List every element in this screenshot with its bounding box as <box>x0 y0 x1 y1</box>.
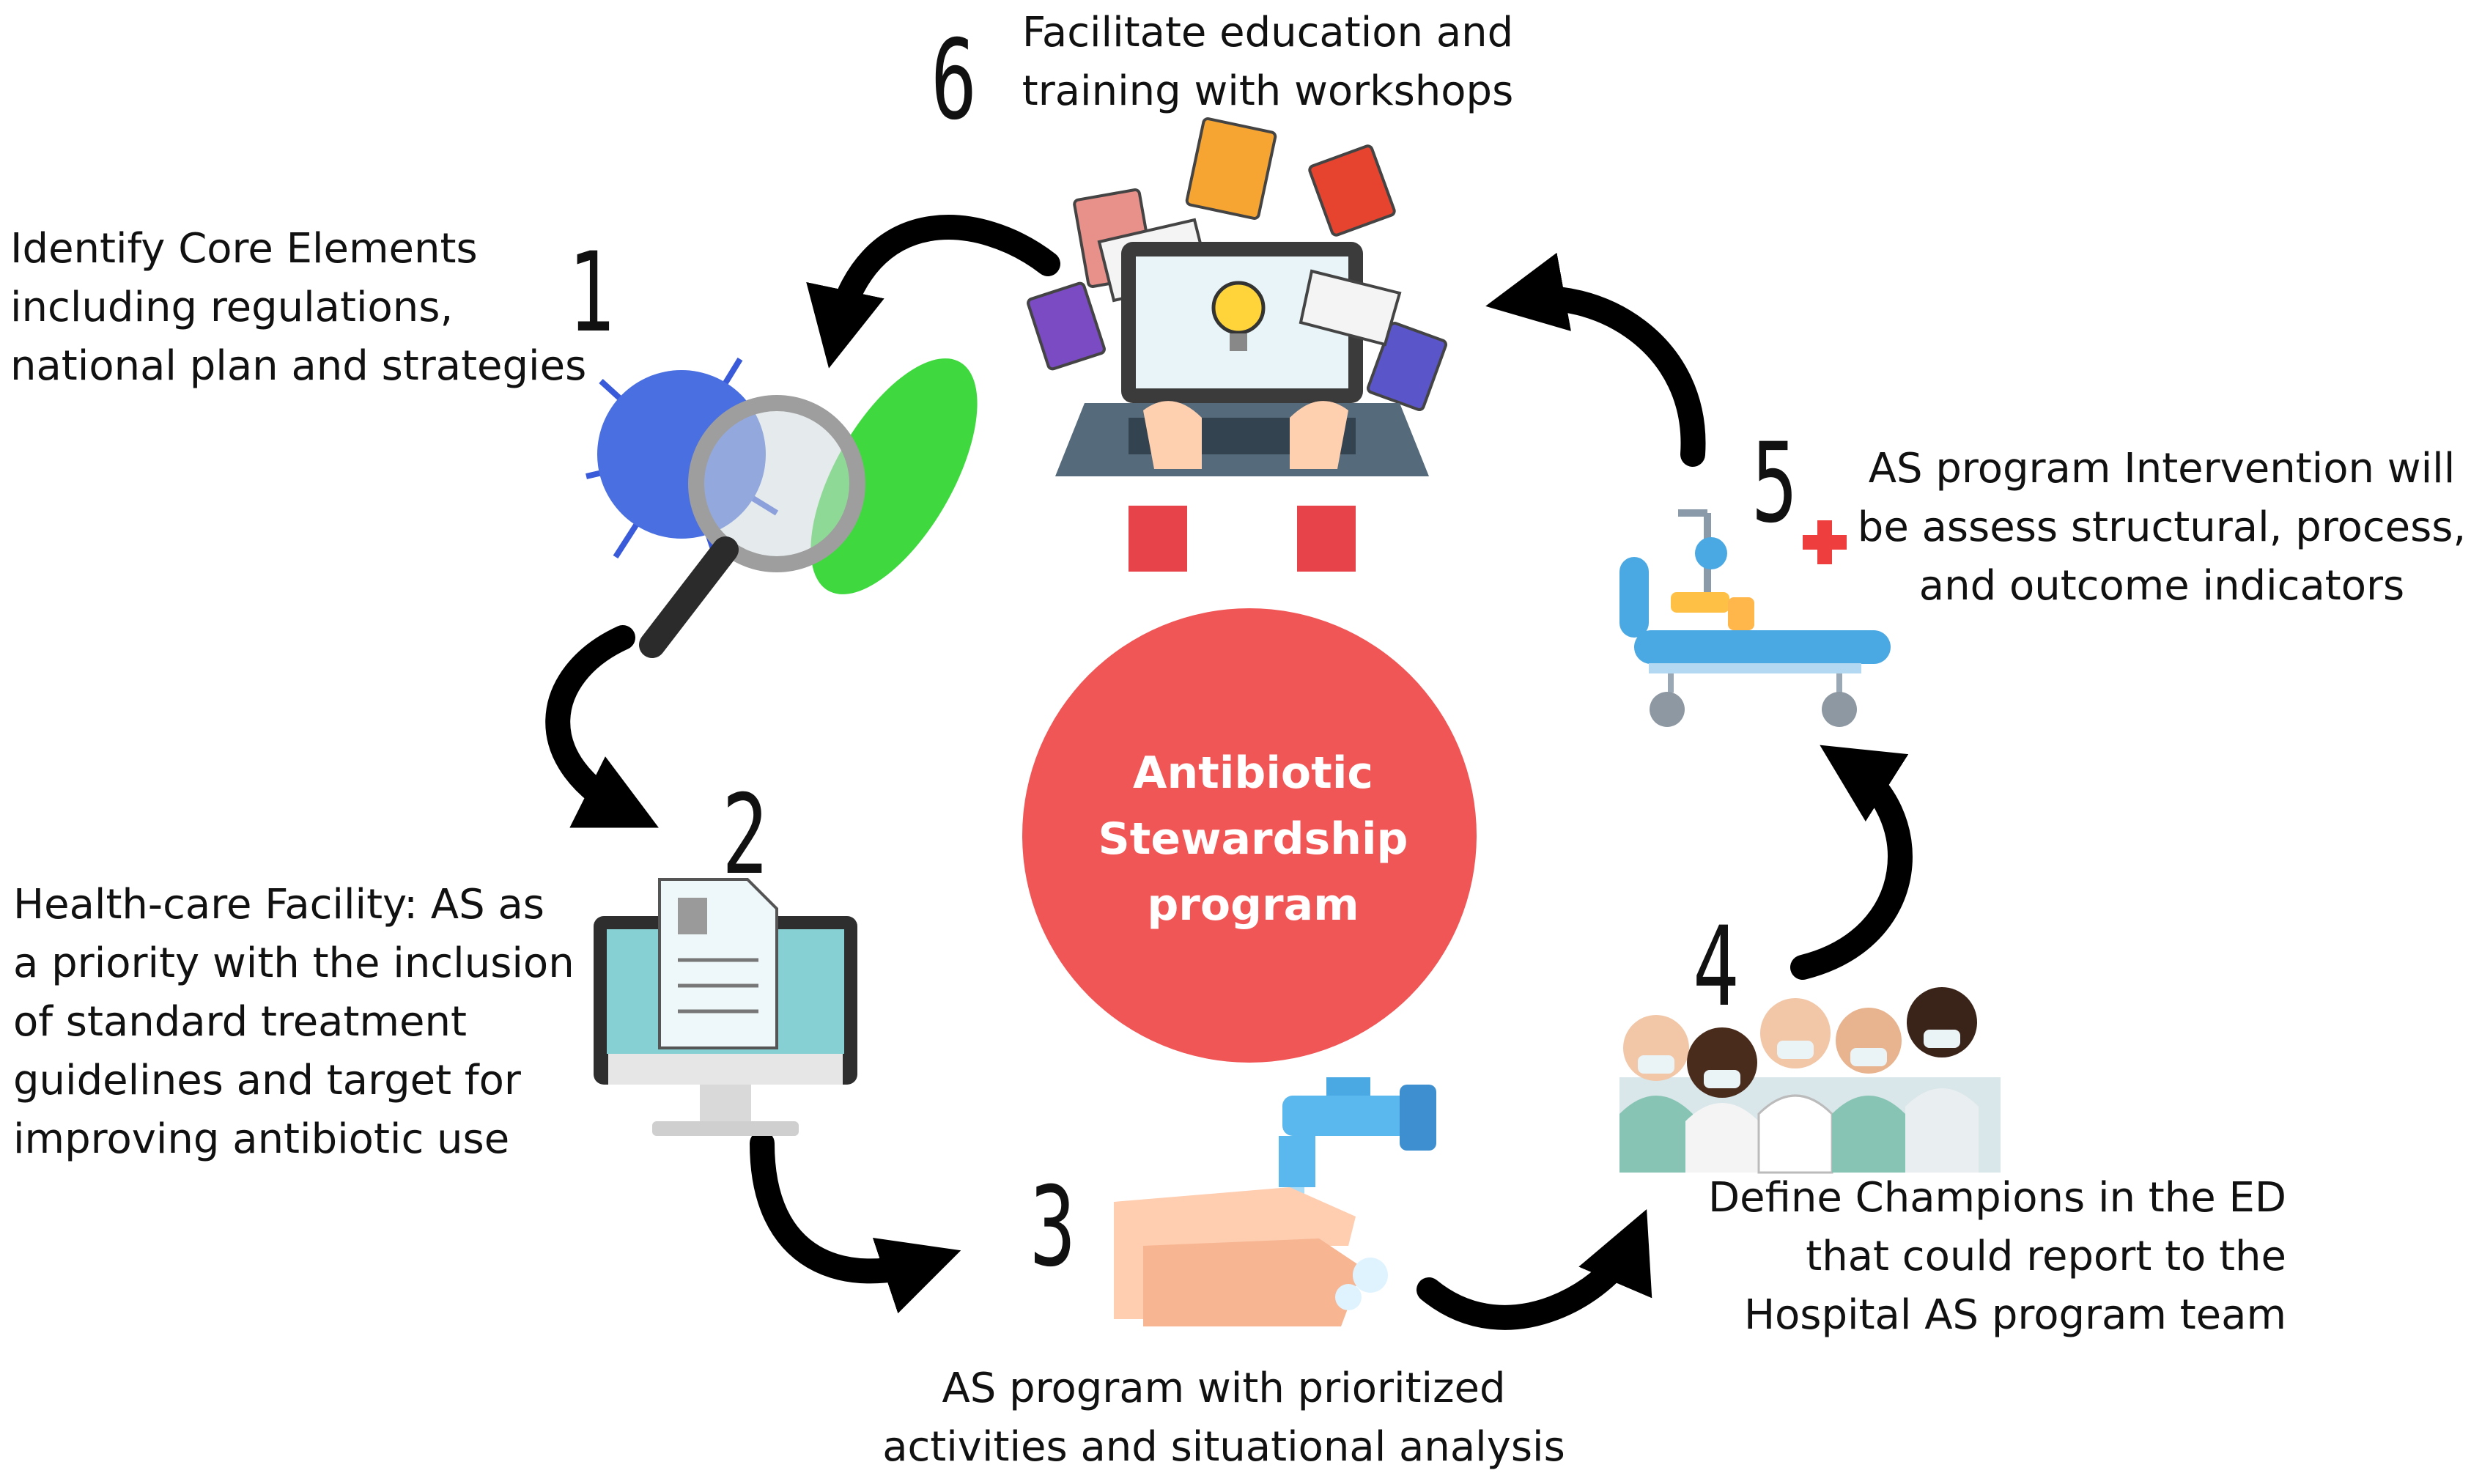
step-number-3: 3 <box>1030 1164 1076 1291</box>
center-circle <box>1022 608 1477 1063</box>
step-5-line: be assess structural, process, <box>1857 503 2467 551</box>
center-line: program <box>1147 879 1359 931</box>
handwash-icon <box>1114 1077 1436 1326</box>
arrow-4-to-5 <box>1790 745 1913 980</box>
step-number-1: 1 <box>568 229 615 357</box>
hospital-bed-icon <box>1619 509 1891 727</box>
step-1-text: Identify Core Elements including regulat… <box>10 220 586 396</box>
step-3-line: activities and situational analysis <box>882 1423 1565 1471</box>
arrow-2-to-3 <box>750 1131 961 1314</box>
computer-document-icon <box>594 878 857 1136</box>
step-number-6: 6 <box>931 17 978 144</box>
arrow-5-to-6 <box>1485 252 1706 467</box>
cycle-arrows <box>545 215 1913 1330</box>
step-3-line: AS program with prioritized <box>942 1365 1506 1412</box>
step-4-line: Hospital AS program team <box>1743 1291 2286 1339</box>
step-1-line: national plan and strategies <box>10 342 587 390</box>
step-3-text: AS program with prioritized activities a… <box>857 1359 1590 1477</box>
center-line: Stewardship <box>1098 813 1408 865</box>
arrow-3-to-4 <box>1417 1209 1652 1330</box>
step-6-line: Facilitate education and <box>1022 9 1514 56</box>
step-4-line: Define Champions in the ED <box>1708 1174 2286 1222</box>
arrow-1-to-2 <box>545 625 659 828</box>
step-number-4: 4 <box>1693 904 1740 1031</box>
step-2-line: Health-care Facility: AS as <box>13 881 544 929</box>
step-5-line: and outcome indicators <box>1918 562 2405 610</box>
step-1-line: including regulations, <box>10 284 454 331</box>
center-label: Antibiotic Stewardship program <box>1026 740 1480 938</box>
step-2-text: Health-care Facility: AS as a priority w… <box>13 876 575 1169</box>
step-6-text: Facilitate education and training with w… <box>989 4 1546 121</box>
step-5-line: AS program Intervention will <box>1868 445 2456 492</box>
step-number-2: 2 <box>722 772 769 899</box>
virus-magnifier-icon <box>586 357 978 658</box>
step-2-line: a priority with the inclusion <box>13 940 575 987</box>
laptop-books-icon <box>1027 117 1447 572</box>
step-5-text: AS program Intervention will be assess s… <box>1854 440 2470 616</box>
step-2-line: of standard treatment <box>13 998 467 1046</box>
center-line: Antibiotic <box>1133 747 1373 799</box>
step-1-line: Identify Core Elements <box>10 225 478 273</box>
step-number-5: 5 <box>1751 420 1798 547</box>
step-4-line: that could report to the <box>1806 1233 2286 1280</box>
step-4-text: Define Champions in the ED that could re… <box>1685 1169 2286 1345</box>
healthcare-team-icon <box>1619 987 2001 1174</box>
step-2-line: improving antibiotic use <box>13 1115 510 1163</box>
step-6-line: training with workshops <box>1022 67 1514 115</box>
arrow-6-to-1 <box>806 215 1060 369</box>
step-2-line: guidelines and target for <box>13 1057 521 1104</box>
